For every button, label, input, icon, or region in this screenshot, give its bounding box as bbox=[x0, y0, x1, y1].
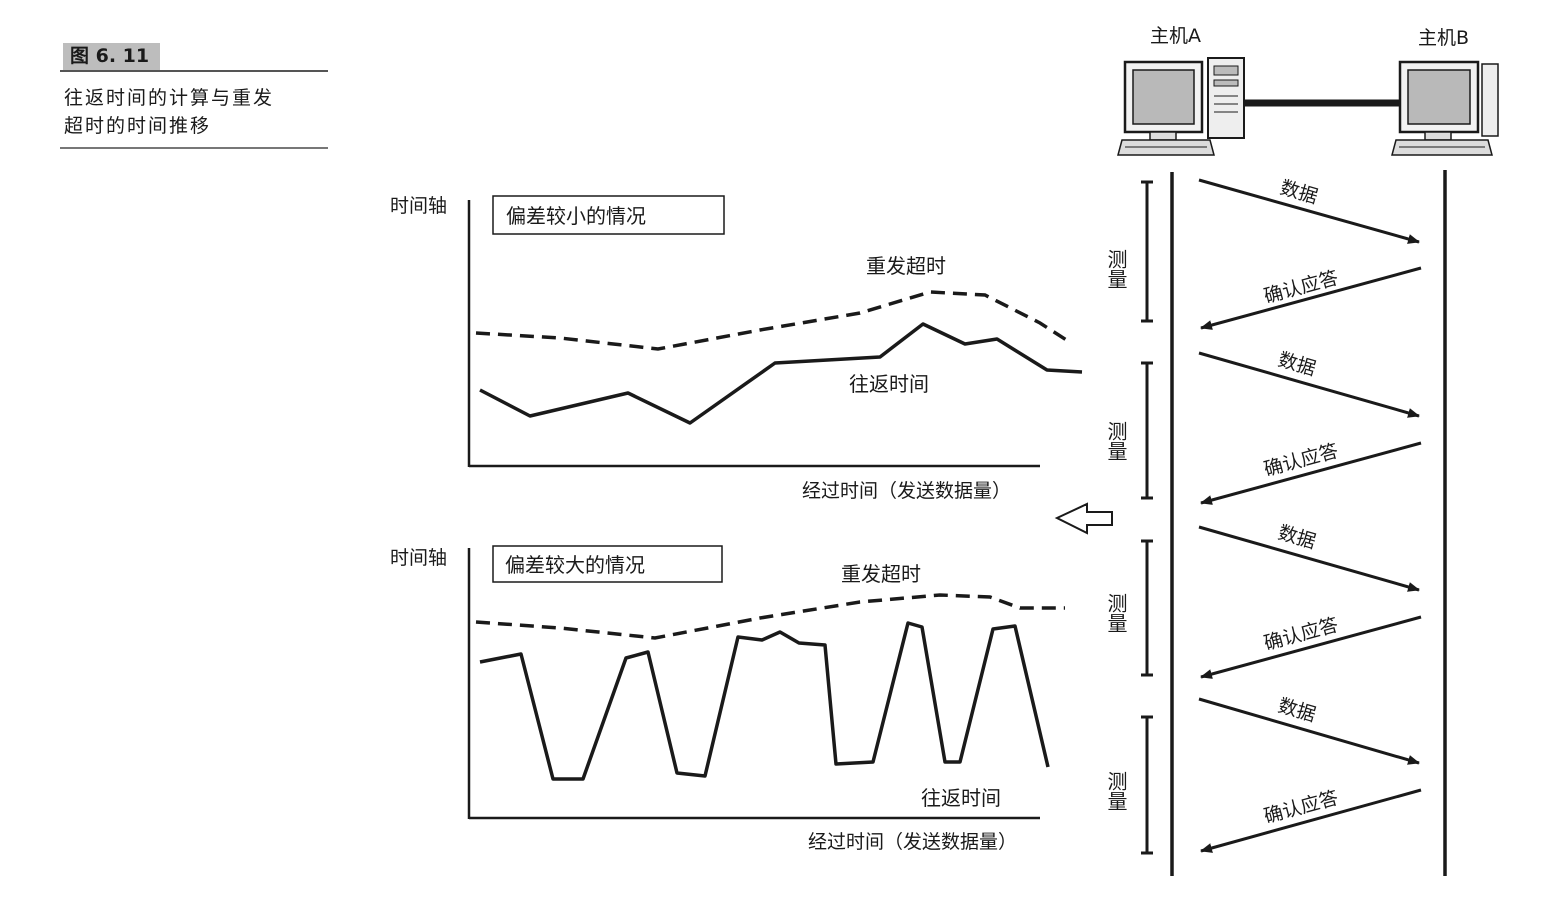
x-axis-label: 经过时间（发送数据量） bbox=[802, 480, 1011, 502]
figure-rule-top bbox=[60, 70, 328, 72]
figure-caption-line2: 超时的时间推移 bbox=[64, 115, 212, 137]
computer-a-icon bbox=[1117, 57, 1245, 156]
retransmit-timeout-label: 重发超时 bbox=[841, 562, 921, 586]
measure-label: 测量 bbox=[1104, 421, 1128, 461]
host-b-label: 主机B bbox=[1418, 27, 1469, 49]
round-trip-time-label: 往返时间 bbox=[921, 786, 1001, 810]
round-trip-time-line bbox=[479, 322, 1083, 425]
case-label-box bbox=[492, 545, 723, 583]
measure-label: 测量 bbox=[1104, 771, 1128, 811]
figure-caption-line1: 往返时间的计算与重发 bbox=[64, 87, 275, 109]
computer-b-icon bbox=[1391, 60, 1499, 156]
measure-label: 测量 bbox=[1104, 593, 1128, 633]
y-axis-label: 时间轴 bbox=[390, 547, 447, 569]
chart-small-deviation: 时间轴 偏差较小的情况 重发超时 往返时间 经过时间（发送数据量） bbox=[390, 195, 1083, 502]
measure-bracket bbox=[1141, 715, 1153, 855]
host-b: 主机B bbox=[1391, 27, 1499, 156]
retransmit-timeout-label: 重发超时 bbox=[866, 254, 946, 278]
hollow-left-arrow-icon bbox=[1054, 502, 1113, 535]
retransmit-timeout-line bbox=[475, 593, 1065, 640]
ack-arrow bbox=[1200, 441, 1422, 505]
case-label: 偏差较小的情况 bbox=[506, 204, 646, 228]
measure-label: 测量 bbox=[1104, 249, 1128, 289]
data-arrow bbox=[1198, 525, 1420, 592]
figure-number: 图 6. 11 bbox=[63, 43, 160, 70]
measure-bracket bbox=[1141, 539, 1153, 677]
retransmit-timeout-line bbox=[475, 290, 1069, 351]
data-arrow bbox=[1198, 697, 1420, 765]
figure-rule-bottom bbox=[60, 147, 328, 149]
host-a-label: 主机A bbox=[1150, 25, 1201, 47]
data-label: 数据 bbox=[1276, 695, 1319, 727]
measure-bracket bbox=[1141, 180, 1153, 323]
round-trip-time-line bbox=[479, 621, 1050, 781]
round-trip-time-label: 往返时间 bbox=[849, 372, 929, 396]
measure-bracket bbox=[1141, 361, 1153, 500]
ack-arrow bbox=[1200, 266, 1422, 330]
y-axis-label: 时间轴 bbox=[390, 195, 447, 217]
host-a: 主机A bbox=[1117, 25, 1245, 156]
ack-arrow bbox=[1200, 615, 1422, 679]
data-label: 数据 bbox=[1276, 522, 1319, 554]
ack-arrow bbox=[1200, 788, 1422, 853]
data-arrow bbox=[1198, 351, 1420, 418]
chart-large-deviation: 时间轴 偏差较大的情况 重发超时 往返时间 经过时间（发送数据量） bbox=[390, 545, 1065, 853]
case-label-box bbox=[492, 195, 725, 235]
figure-caption: 往返时间的计算与重发 超时的时间推移 bbox=[64, 84, 334, 140]
case-label: 偏差较大的情况 bbox=[505, 553, 645, 577]
data-arrow bbox=[1198, 178, 1420, 244]
x-axis-label: 经过时间（发送数据量） bbox=[808, 831, 1017, 853]
